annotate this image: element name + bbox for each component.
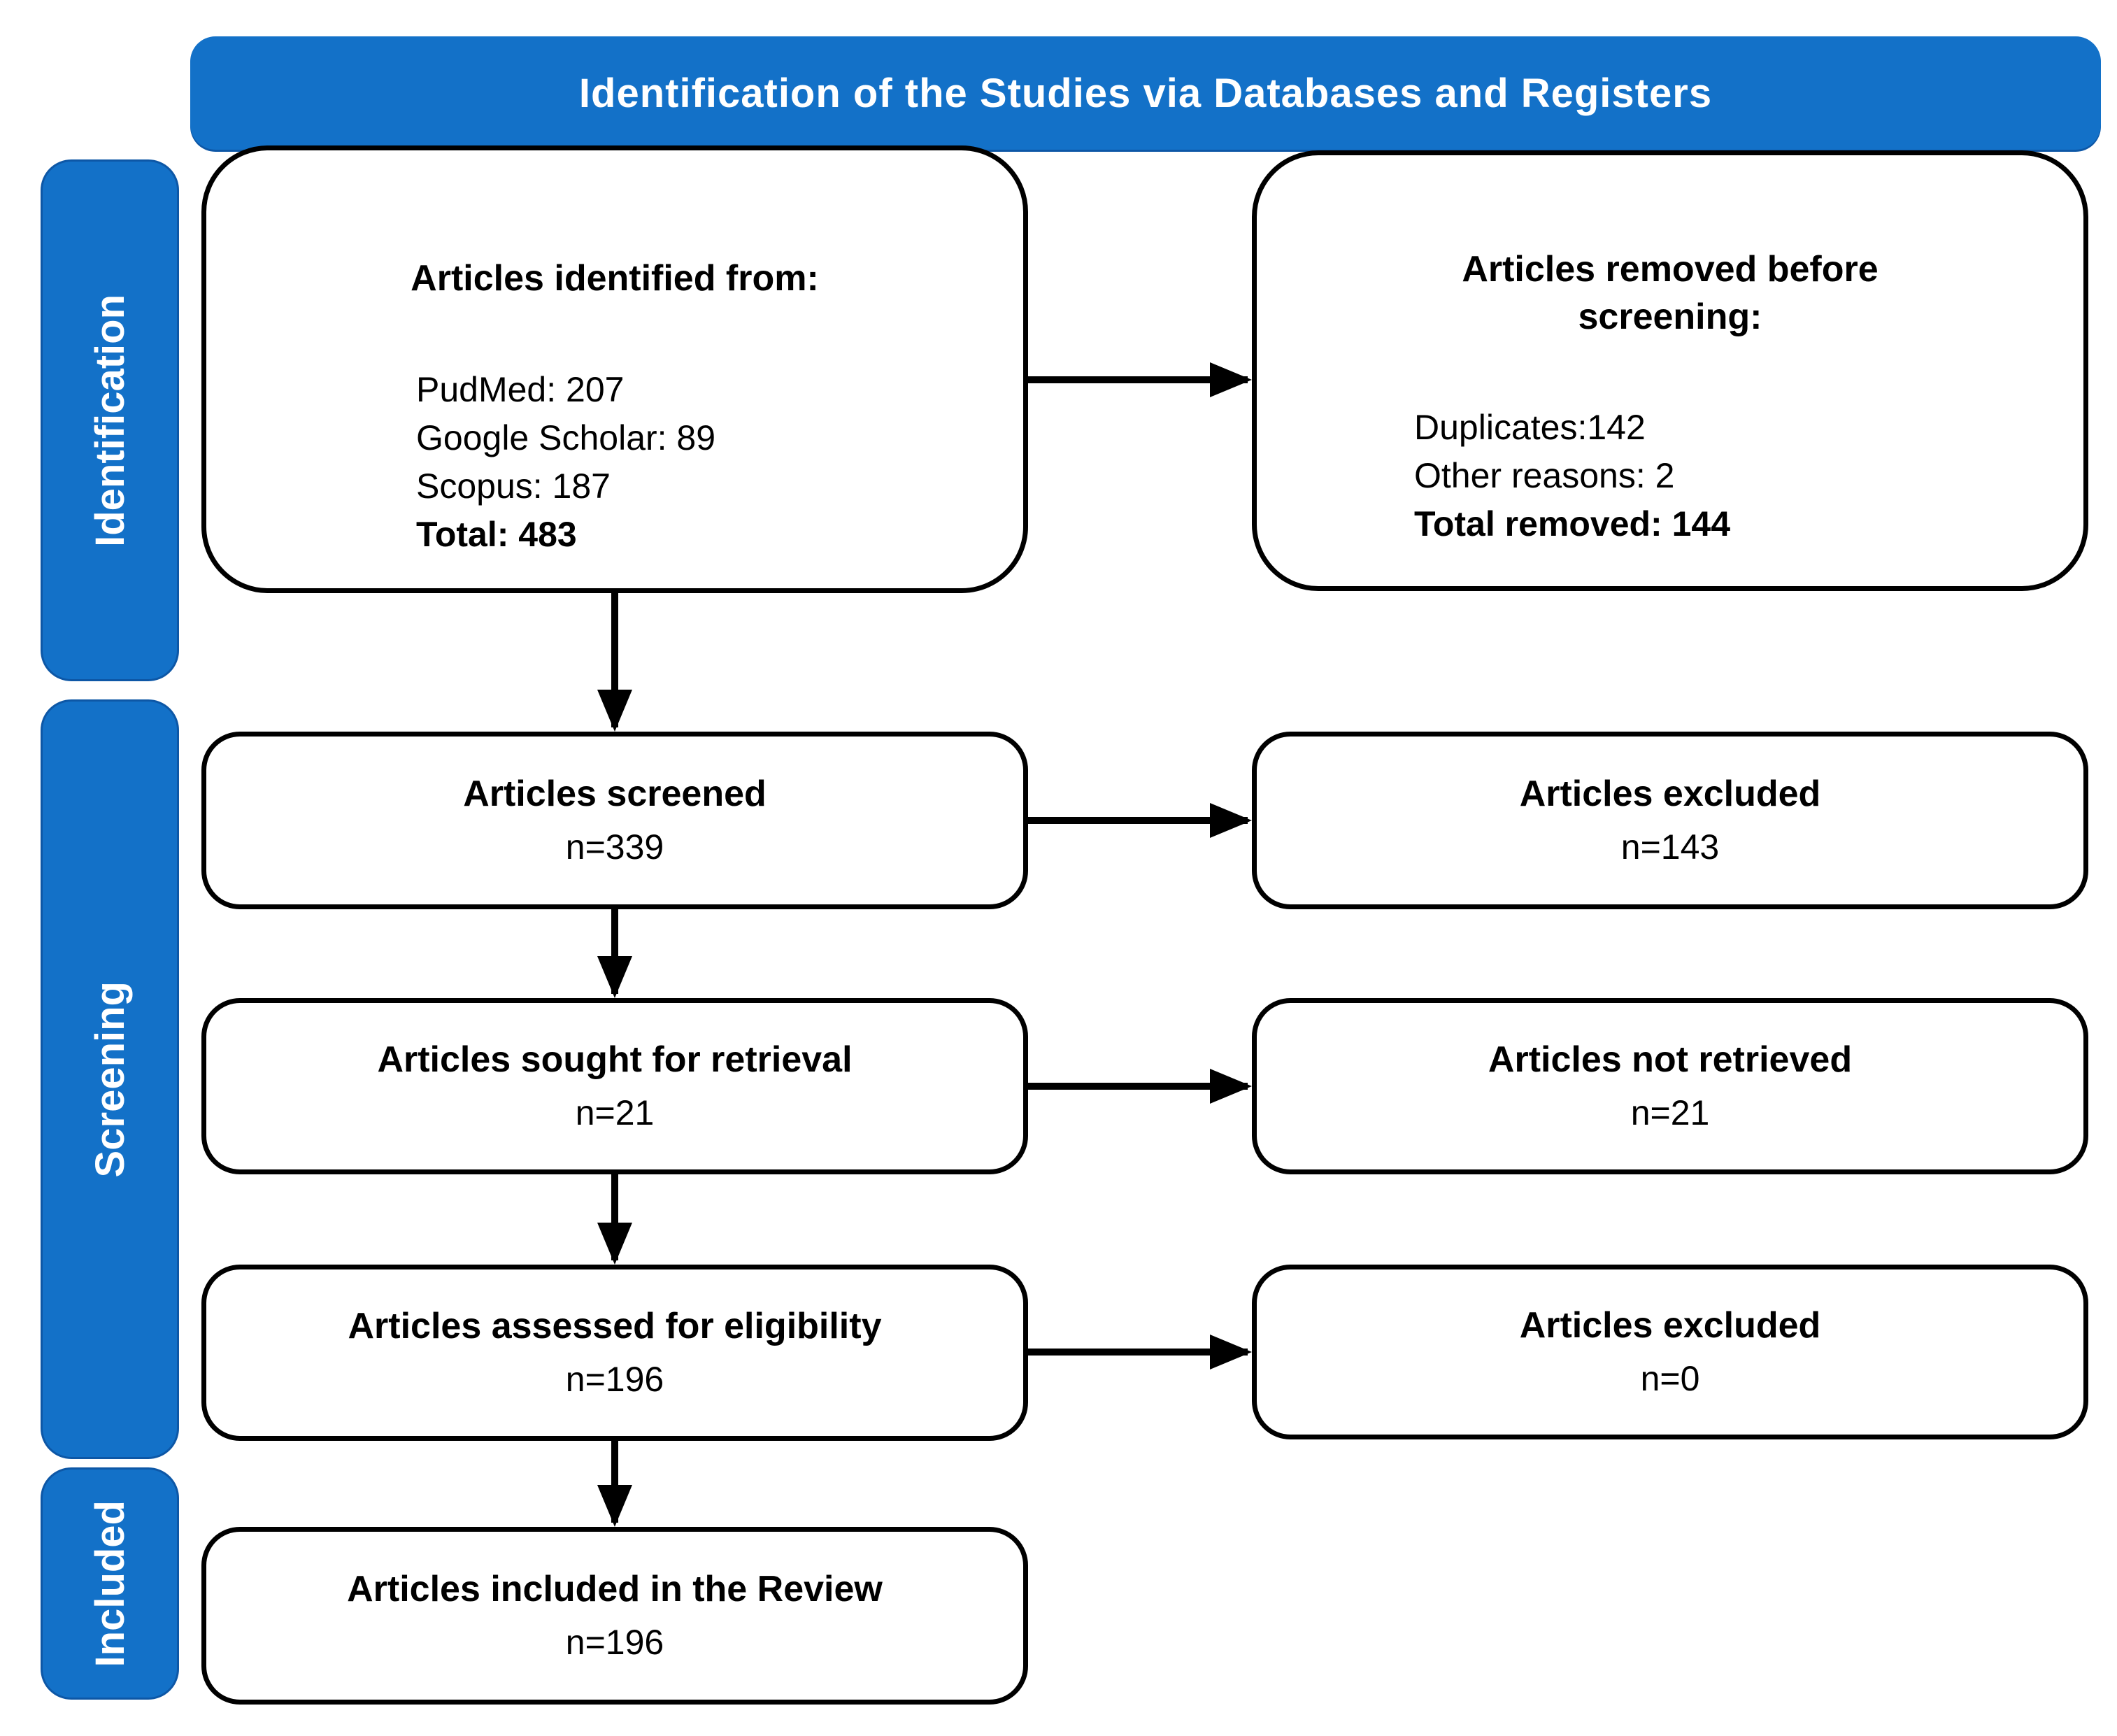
node-articles-sought: Articles sought for retrieval n=21 [201,998,1028,1174]
node-articles-excluded-screening-title: Articles excluded [1519,773,1821,814]
stage-label-screening-text: Screening [87,981,133,1178]
node-articles-removed: Articles removed before screening: Dupli… [1252,150,2088,591]
node-articles-not-retrieved-count: n=21 [1630,1093,1710,1133]
stage-label-included-text: Included [87,1500,133,1667]
diagram-title: Identification of the Studies via Databa… [578,70,1713,116]
node-articles-excluded-eligibility-title: Articles excluded [1519,1304,1821,1346]
stage-label-identification-text: Identification [87,294,133,547]
node-articles-removed-title: Articles removed before screening: [1462,249,1879,337]
node-articles-excluded-screening-count: n=143 [1620,827,1720,867]
node-articles-assessed-count: n=196 [565,1360,664,1400]
list-item-other-reasons: Other reasons: 2 [1414,456,1675,496]
list-item-google-scholar: Google Scholar: 89 [416,418,716,457]
diagram-header: Identification of the Studies via Databa… [190,36,2101,150]
node-articles-included: Articles included in the Review n=196 [201,1527,1028,1705]
node-articles-assessed: Articles assessed for eligibility n=196 [201,1265,1028,1441]
node-articles-removed-list: Duplicates:142 Other reasons: 2 Total re… [1257,404,2083,548]
list-item-pubmed: PudMed: 207 [416,369,625,409]
stage-label-included: Included [41,1467,179,1700]
node-articles-not-retrieved-title: Articles not retrieved [1488,1039,1853,1080]
node-articles-screened-title: Articles screened [463,773,767,814]
stage-label-identification: Identification [41,159,179,681]
list-item-total-removed: Total removed: 144 [1414,504,1731,544]
node-articles-identified-list: PudMed: 207 Google Scholar: 89 Scopus: 1… [206,366,1023,559]
node-articles-assessed-title: Articles assessed for eligibility [348,1305,882,1346]
node-articles-sought-title: Articles sought for retrieval [377,1039,853,1080]
stage-label-screening: Screening [41,699,179,1459]
node-articles-identified-title: Articles identified from: [411,258,819,299]
node-articles-excluded-eligibility-count: n=0 [1640,1359,1700,1399]
list-item-total: Total: 483 [416,514,577,554]
node-articles-screened-count: n=339 [565,827,664,867]
node-articles-not-retrieved: Articles not retrieved n=21 [1252,998,2088,1174]
list-item-scopus: Scopus: 187 [416,466,611,506]
list-item-duplicates: Duplicates:142 [1414,408,1646,448]
node-articles-identified: Articles identified from: PudMed: 207 Go… [201,145,1028,593]
node-articles-screened: Articles screened n=339 [201,732,1028,909]
node-articles-included-count: n=196 [565,1623,664,1663]
node-articles-sought-count: n=21 [575,1093,655,1133]
node-articles-excluded-screening: Articles excluded n=143 [1252,732,2088,909]
node-articles-excluded-eligibility: Articles excluded n=0 [1252,1265,2088,1439]
node-articles-included-title: Articles included in the Review [347,1568,883,1609]
